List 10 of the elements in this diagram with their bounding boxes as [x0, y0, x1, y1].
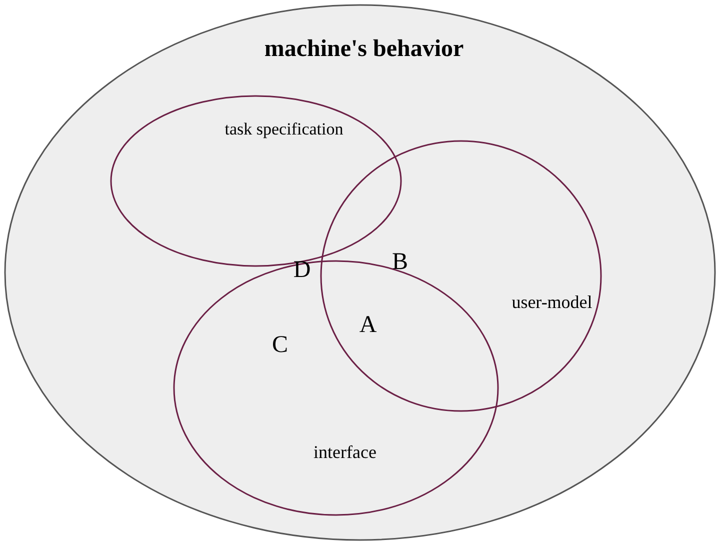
- ellipse-region: [320, 140, 602, 412]
- region-label: task specification: [224, 120, 344, 138]
- region-label: user-model: [512, 293, 592, 311]
- region-letter: B: [392, 250, 408, 274]
- ellipse-region: [4, 4, 716, 541]
- region-letter: A: [359, 313, 377, 337]
- region-label: interface: [314, 443, 376, 461]
- region-label: machine's behavior: [264, 37, 464, 61]
- region-letter: C: [272, 333, 288, 357]
- region-letter: D: [293, 258, 311, 282]
